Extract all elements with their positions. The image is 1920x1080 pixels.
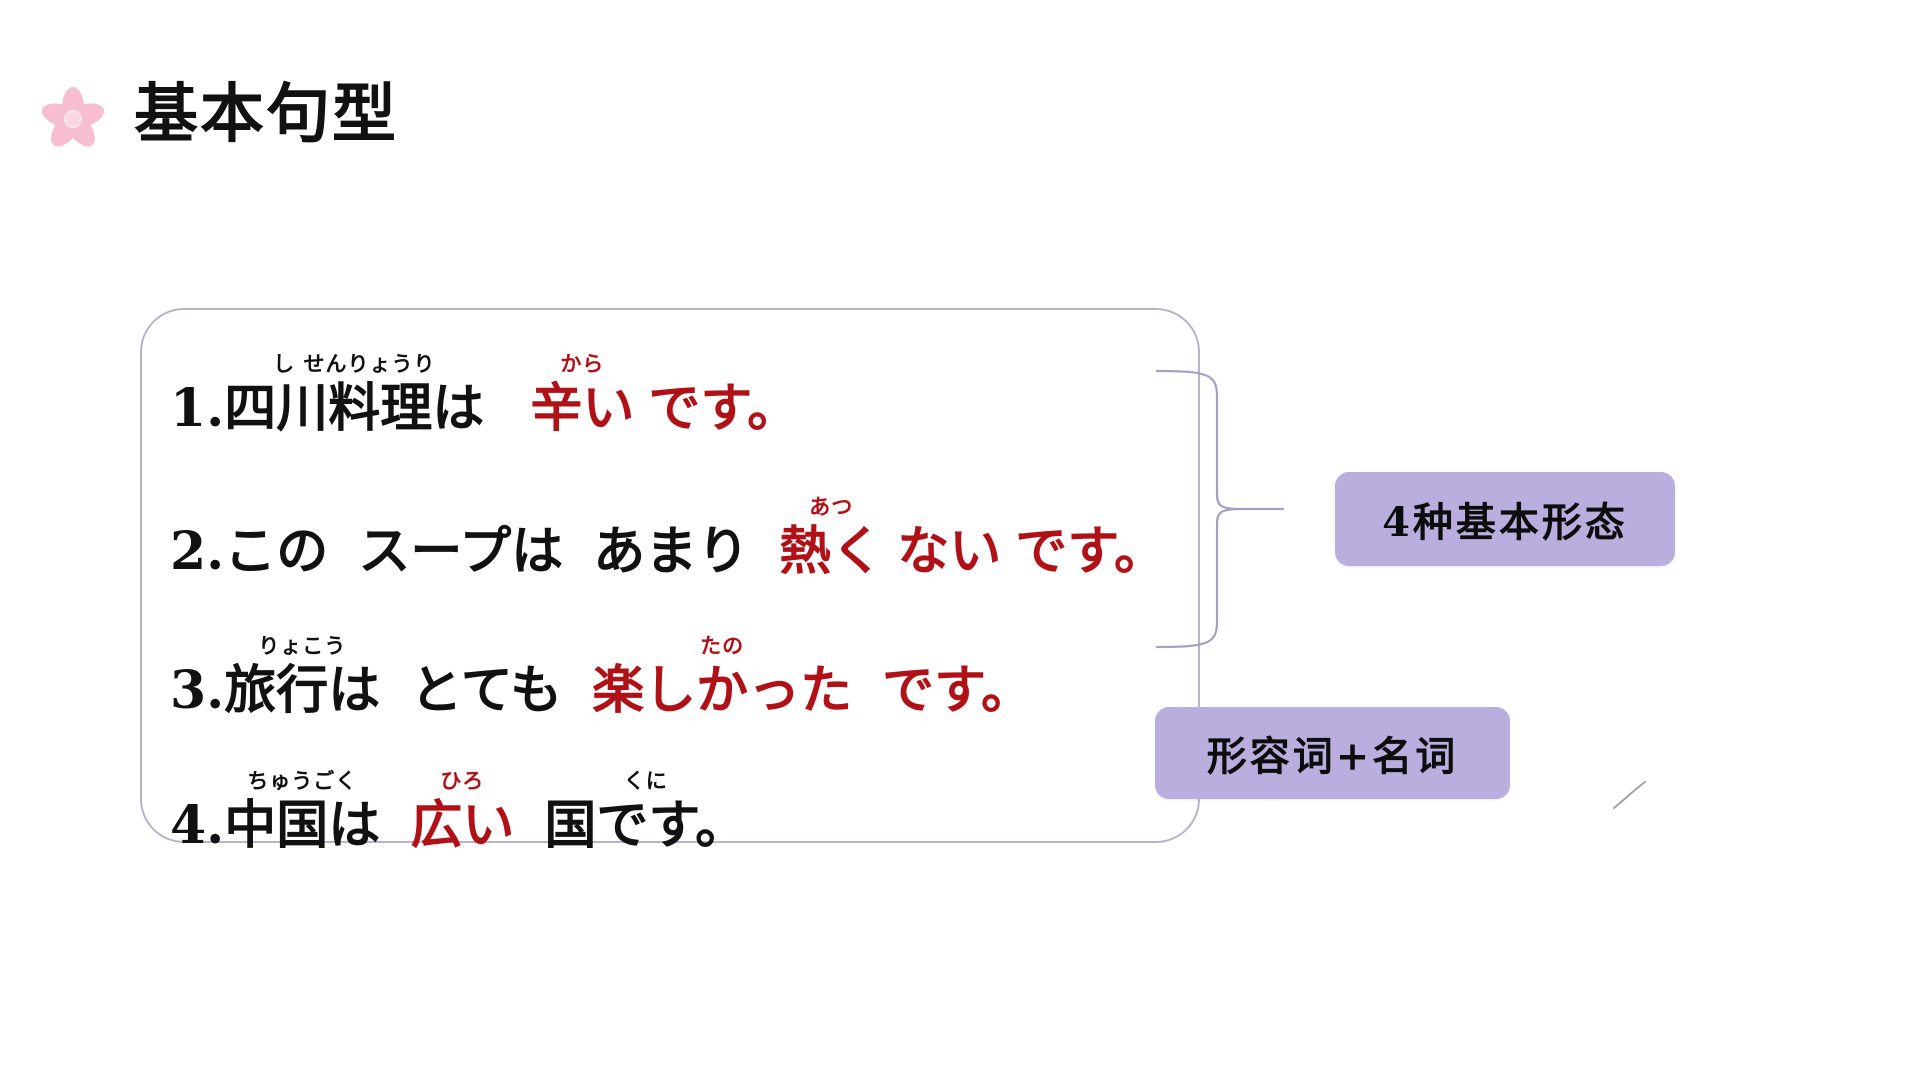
page-title: 基本句型 (134, 78, 398, 152)
sentence-segment: です。 (1015, 497, 1166, 580)
sentence-number: 3. (170, 636, 224, 719)
sakura-flower-icon (38, 86, 108, 152)
furigana: あつ (809, 495, 854, 520)
segment-text: ない (897, 521, 1002, 583)
sentence-number-label: 3. (170, 660, 225, 722)
sentence-segment: この (224, 497, 328, 580)
segment-text: 旅行は (224, 660, 381, 722)
sentence-number-label: 4. (170, 795, 225, 857)
sentence-list: 1. し せんりょうり 四川料理は から 辛い です。 2. (170, 332, 1188, 855)
segment-text: 熱く (779, 521, 884, 583)
sentence-segment: スープは (358, 497, 563, 580)
sentence-segment: ひろ 広い (410, 771, 514, 854)
furigana: し せんりょうり (273, 352, 436, 376)
sentence-segment: くに 国です。 (544, 771, 747, 854)
slide-title-row: 基本句型 (38, 78, 398, 152)
sentence-card: 1. し せんりょうり 四川料理は から 辛い です。 2. (140, 308, 1200, 854)
segment-text: 国です。 (544, 795, 748, 857)
segment-text: です。 (882, 660, 1033, 722)
sentence-segment: ない (897, 497, 1001, 580)
furigana: ちゅうごく (247, 769, 358, 794)
furigana: たの (700, 634, 745, 659)
sentence-number-label: 1. (170, 378, 225, 439)
furigana: ひろ (440, 769, 485, 794)
callout-four-basic-forms[interactable]: 4种基本形态 (1335, 472, 1675, 566)
sentence-segment: りょこう 旅行は (224, 636, 380, 719)
sentence-number: 1. (170, 354, 224, 437)
segment-text: スープは (358, 521, 564, 583)
segment-text: 広い (410, 795, 515, 857)
sentence-segment: あつ 熱く (779, 497, 883, 580)
sentence-number: 4. (170, 771, 224, 854)
segment-text: 四川料理は (224, 378, 485, 439)
sentence-segment: から 辛い (530, 354, 634, 437)
sentence-number: 2. (170, 497, 224, 580)
segment-text: です。 (1015, 521, 1167, 583)
sentence-row: 3. りょこう 旅行は とても たの 楽しかった です。 (170, 636, 1188, 719)
segment-text: この (224, 521, 329, 583)
sentence-segment: です。 (882, 636, 1033, 719)
sentence-row: 1. し せんりょうり 四川料理は から 辛い です。 (170, 354, 1188, 437)
segment-text: です。 (648, 378, 800, 439)
sentence-row: 4. ちゅうごく 中国は ひろ 広い くに 国です。 (170, 771, 1188, 854)
segment-text: とても (410, 660, 563, 722)
segment-text: 楽しかった (592, 660, 853, 722)
furigana: くに (623, 769, 668, 794)
furigana: りょこう (258, 634, 347, 659)
sentence-segment: です。 (648, 354, 799, 437)
segment-text: あまり (593, 521, 750, 583)
pen-stroke-mark-icon (1613, 781, 1646, 809)
callout-adjective-plus-noun[interactable]: 形容词+名词 (1155, 707, 1510, 799)
sentence-segment: たの 楽しかった (592, 636, 852, 719)
sentence-number-label: 2. (170, 521, 225, 583)
sentence-row: 2. この スープは あまり あつ 熱く (170, 497, 1188, 580)
furigana: から (560, 352, 605, 376)
sentence-segment: し せんりょうり 四川料理は (224, 354, 484, 437)
sentence-segment: とても (410, 636, 562, 719)
sentence-segment: ちゅうごく 中国は (224, 771, 380, 854)
sentence-segment: あまり (593, 497, 749, 580)
segment-text: 辛い (530, 378, 635, 439)
segment-text: 中国は (224, 795, 381, 857)
